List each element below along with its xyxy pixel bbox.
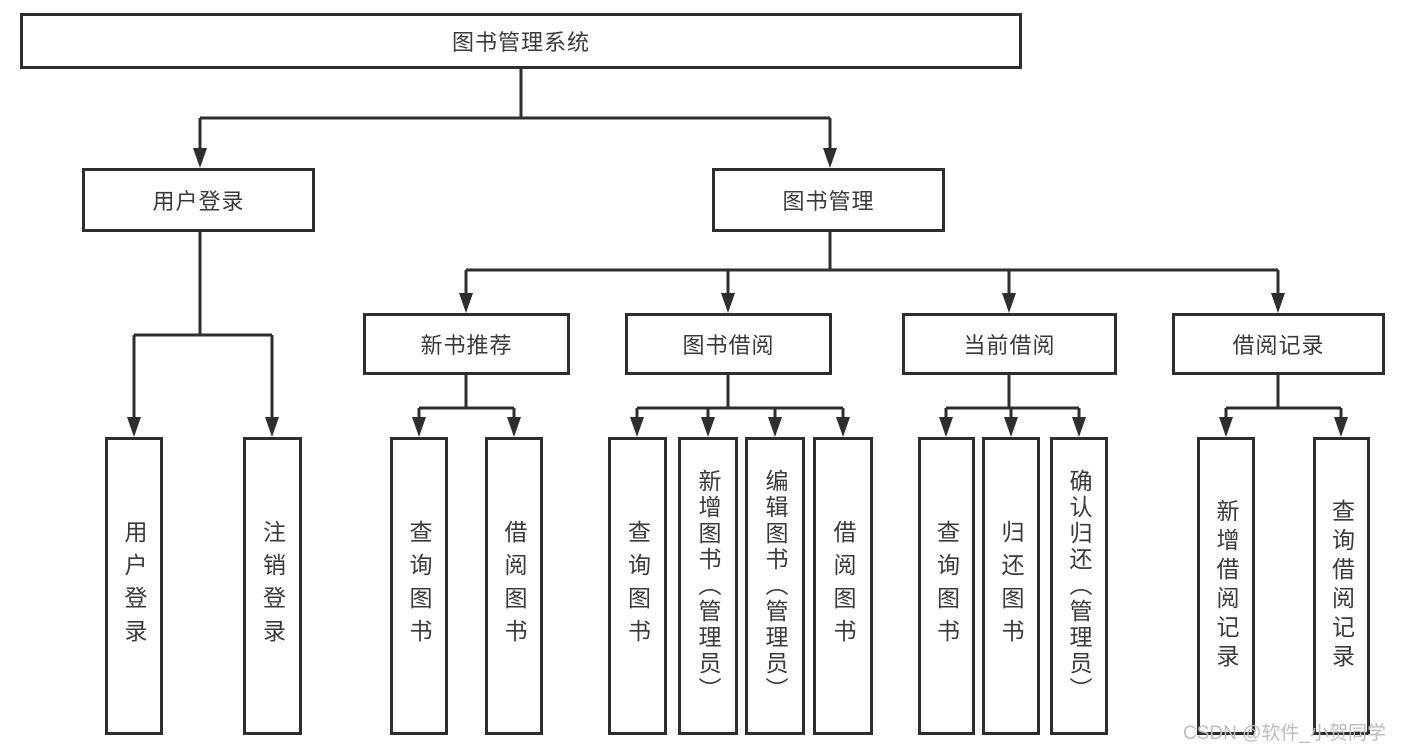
leaf-add-borrow-record-label: 新增借阅记录 (1213, 499, 1239, 673)
leaf-query-borrow-record-label: 查询借阅记录 (1328, 499, 1355, 673)
node-user-login-label: 用户登录 (152, 189, 245, 214)
node-current-borrowing: 当前借阅 (902, 313, 1117, 375)
leaf-confirm-return-admin: 确认归还（管理员） (1050, 437, 1108, 735)
leaf-logout: 注销登录 (243, 437, 302, 735)
leaf-logout-label: 注销登录 (259, 520, 286, 652)
node-borrow-records-label: 借阅记录 (1232, 333, 1325, 358)
node-user-login: 用户登录 (82, 168, 315, 232)
node-current-borrowing-label: 当前借阅 (963, 333, 1056, 358)
node-book-management-label: 图书管理 (782, 189, 875, 214)
leaf-add-books-admin-label: 新增图书（管理员） (695, 469, 721, 703)
leaf-user-login-label: 用户登录 (121, 520, 147, 652)
leaf-query-books-current-label: 查询图书 (933, 520, 960, 652)
leaf-borrow-books-newbook: 借阅图书 (485, 437, 543, 735)
leaf-borrow-books-borrowing: 借阅图书 (813, 437, 873, 735)
node-book-borrowing: 图书借阅 (625, 313, 832, 375)
csdn-watermark: CSDN @软件_小贺同学 (1183, 723, 1386, 744)
leaf-edit-books-admin: 编辑图书（管理员） (745, 437, 805, 735)
leaf-query-books-newbook: 查询图书 (390, 437, 448, 735)
leaf-query-books-newbook-label: 查询图书 (406, 520, 432, 652)
leaf-query-books-borrowing-label: 查询图书 (624, 520, 651, 652)
node-root-label: 图书管理系统 (451, 30, 590, 55)
leaf-user-login: 用户登录 (105, 437, 163, 735)
leaf-query-borrow-record: 查询借阅记录 (1313, 437, 1370, 735)
leaf-add-books-admin: 新增图书（管理员） (678, 437, 738, 735)
node-book-borrowing-label: 图书借阅 (682, 333, 775, 358)
node-root-system: 图书管理系统 (20, 13, 1022, 69)
leaf-borrow-books-newbook-label: 借阅图书 (501, 520, 527, 652)
leaf-return-books: 归还图书 (982, 437, 1040, 735)
node-book-management: 图书管理 (712, 168, 945, 232)
leaf-query-books-current: 查询图书 (918, 437, 975, 735)
leaf-edit-books-admin-label: 编辑图书（管理员） (762, 469, 788, 703)
leaf-add-borrow-record: 新增借阅记录 (1197, 437, 1255, 735)
leaf-query-books-borrowing: 查询图书 (608, 437, 667, 735)
leaf-confirm-return-admin-label: 确认归还（管理员） (1066, 469, 1092, 703)
leaf-return-books-label: 归还图书 (998, 520, 1024, 652)
leaf-borrow-books-borrowing-label: 借阅图书 (830, 520, 856, 652)
node-new-book-recommend: 新书推荐 (363, 313, 570, 375)
node-borrow-records: 借阅记录 (1172, 313, 1385, 375)
node-new-book-recommend-label: 新书推荐 (420, 333, 513, 358)
